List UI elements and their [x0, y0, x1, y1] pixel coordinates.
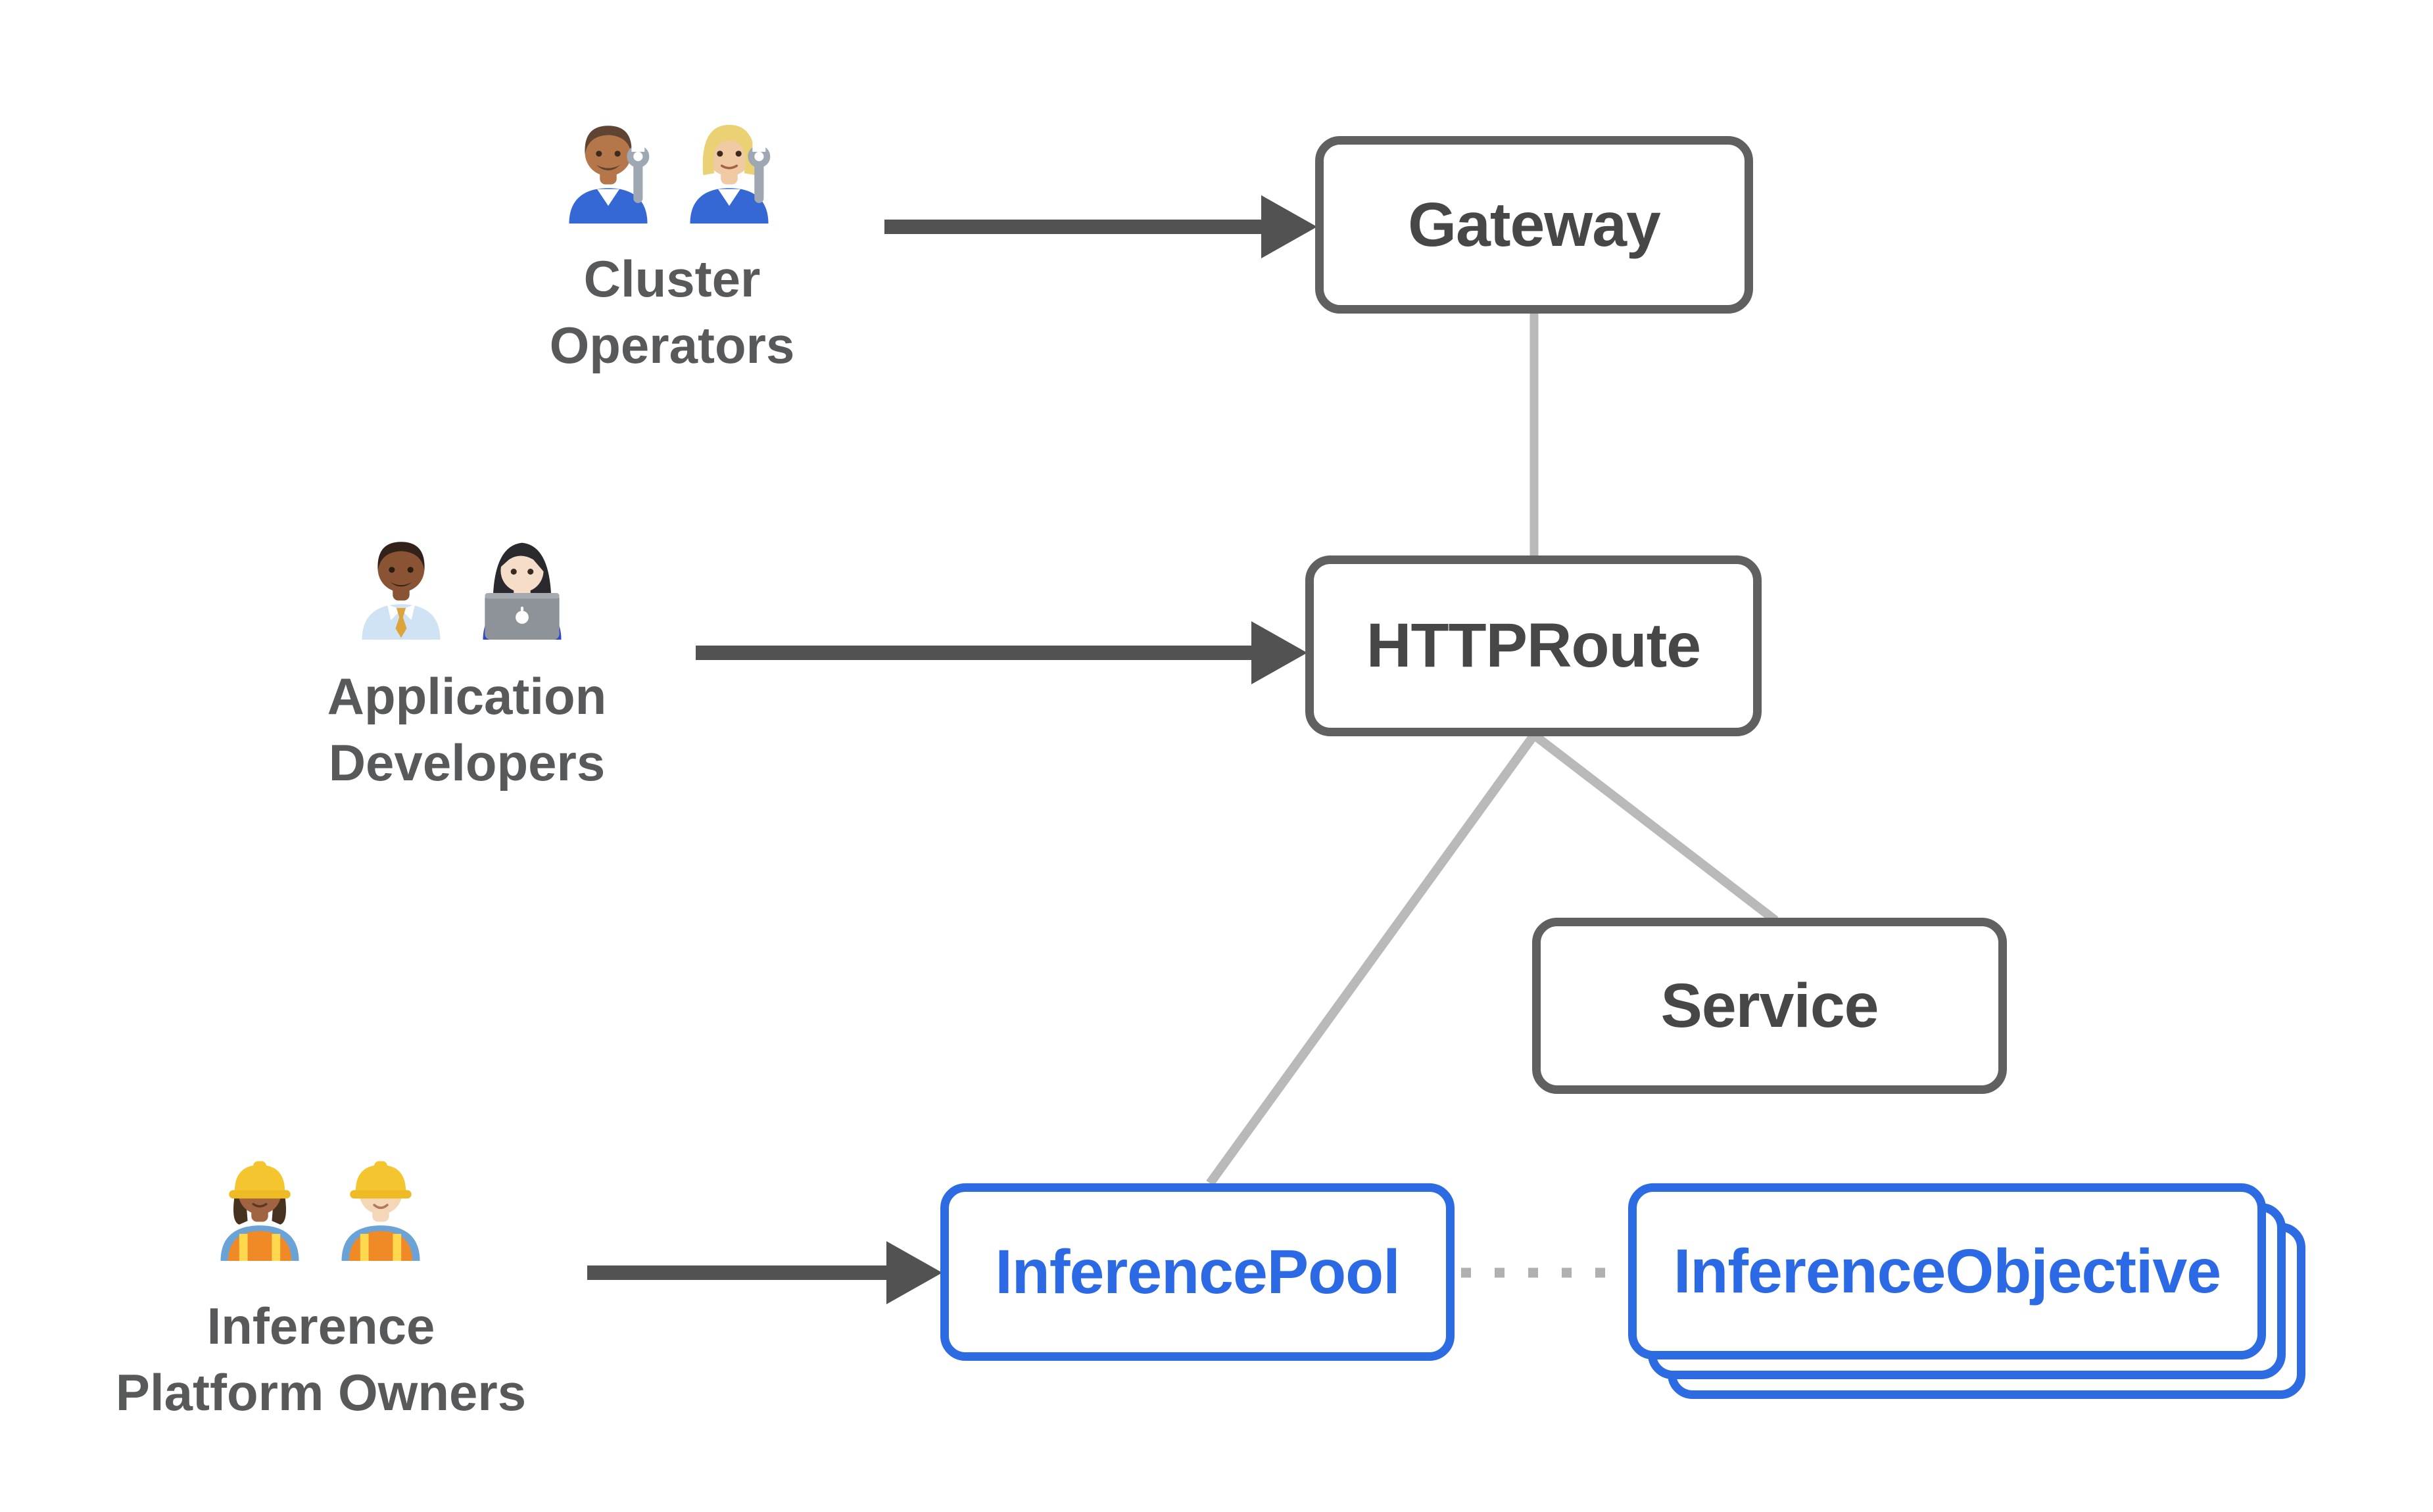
persona-inference-platform-owners [204, 1144, 437, 1266]
man-office-worker-icon [362, 542, 441, 640]
wrench-icon [748, 141, 771, 203]
persona-label-line: Application [327, 667, 607, 725]
node-gateway: Gateway [1315, 136, 1753, 314]
node-gateway-label: Gateway [1408, 189, 1661, 260]
wrench-icon [627, 141, 650, 203]
persona-label-line: Cluster [583, 250, 761, 308]
node-inferenceobjective-label: InferenceObjective [1673, 1236, 2221, 1306]
persona-label-application-developers: Application Developers [327, 663, 607, 796]
node-httproute-label: HTTPRoute [1366, 611, 1701, 680]
persona-label-line: Developers [328, 734, 606, 791]
arrowhead [886, 1241, 942, 1304]
laptop-icon [485, 593, 560, 640]
connector-httproute-service [1531, 731, 1779, 924]
node-inferenceobjective: InferenceObjective [1628, 1183, 2266, 1359]
arrowhead [1261, 195, 1317, 258]
woman-technologist-icon [483, 542, 562, 640]
persona-label-line: Platform Owners [115, 1363, 527, 1421]
node-service: Service [1532, 918, 2007, 1094]
arrow-cluster-operators-to-gateway [884, 195, 1317, 258]
persona-cluster-operators [552, 106, 785, 229]
man-construction-worker-icon [341, 1161, 420, 1261]
node-httproute: HTTPRoute [1305, 555, 1762, 736]
woman-construction-worker-icon [220, 1161, 299, 1261]
arrow-inference-platform-owners-to-inferencepool [587, 1241, 942, 1304]
node-inferencepool: InferencePool [940, 1183, 1455, 1361]
persona-label-inference-platform-owners: Inference Platform Owners [116, 1293, 526, 1426]
arrowhead [1251, 621, 1307, 684]
man-mechanic-icon [569, 126, 650, 224]
woman-mechanic-icon [690, 124, 771, 224]
node-service-label: Service [1660, 970, 1879, 1041]
persona-application-developers [345, 523, 578, 645]
persona-label-line: Inference [206, 1297, 435, 1355]
connector-httproute-inferencepool [1206, 732, 1538, 1187]
hard-hat-icon [229, 1161, 291, 1199]
persona-label-line: Operators [549, 316, 795, 374]
node-inferencepool-label: InferencePool [995, 1237, 1400, 1307]
arrow-application-developers-to-httproute [696, 621, 1307, 684]
persona-label-cluster-operators: Cluster Operators [550, 246, 795, 379]
hard-hat-icon [350, 1161, 412, 1199]
